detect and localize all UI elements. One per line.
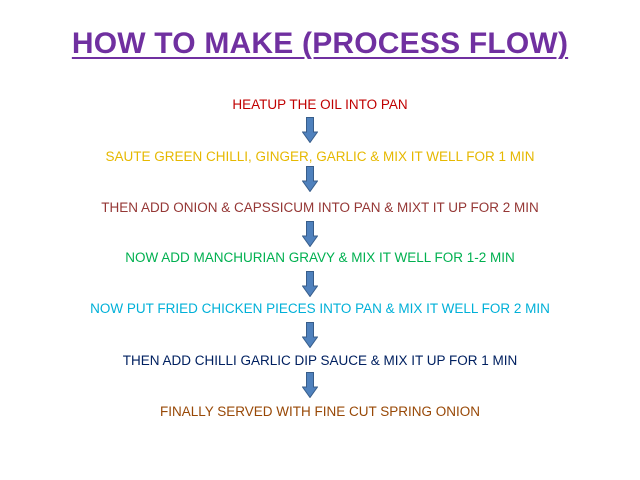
step-5-add-chicken: NOW PUT FRIED CHICKEN PIECES INTO PAN & … bbox=[90, 301, 550, 316]
down-arrow-icon bbox=[302, 322, 318, 348]
down-arrow-icon bbox=[302, 271, 318, 297]
page-title: HOW TO MAKE (PROCESS FLOW) bbox=[71, 27, 569, 60]
down-arrow-icon bbox=[302, 166, 318, 192]
down-arrow-icon bbox=[302, 372, 318, 398]
step-3-add-onion: THEN ADD ONION & CAPSSICUM INTO PAN & MI… bbox=[101, 200, 539, 215]
down-arrow-icon bbox=[302, 117, 318, 143]
step-7-serve: FINALLY SERVED WITH FINE CUT SPRING ONIO… bbox=[159, 404, 481, 419]
step-2-saute: SAUTE GREEN CHILLI, GINGER, GARLIC & MIX… bbox=[105, 149, 535, 164]
step-1-heat-oil: HEATUP THE OIL INTO PAN bbox=[232, 97, 408, 112]
down-arrow-icon bbox=[302, 221, 318, 247]
step-6-add-sauce: THEN ADD CHILLI GARLIC DIP SAUCE & MIX I… bbox=[122, 353, 518, 368]
step-4-add-gravy: NOW ADD MANCHURIAN GRAVY & MIX IT WELL F… bbox=[125, 250, 515, 265]
